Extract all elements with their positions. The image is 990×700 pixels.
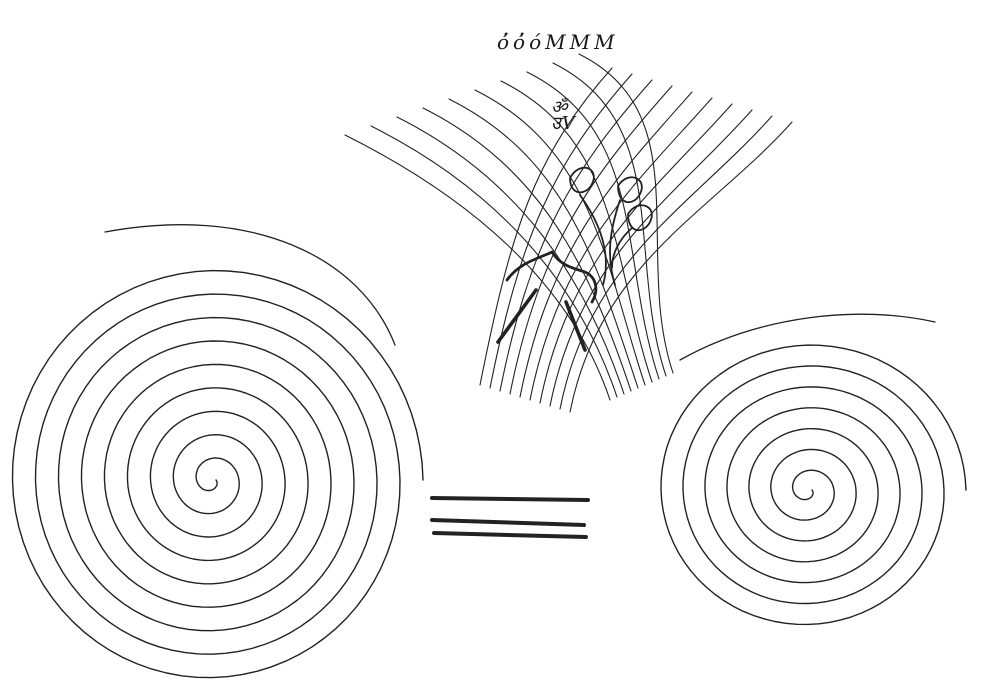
right-spiral <box>660 313 967 626</box>
left-line-5 <box>448 98 639 389</box>
right-spiral-curve <box>660 344 967 626</box>
right-line-5 <box>519 91 693 398</box>
left-line-7 <box>500 80 653 383</box>
left-spiral <box>11 224 424 679</box>
left-line-1 <box>344 134 611 401</box>
leaf-1 <box>569 166 595 194</box>
right-line-4 <box>509 85 673 395</box>
left-line-3 <box>396 116 625 395</box>
right-line-9 <box>559 115 773 410</box>
left-line-10 <box>578 53 674 374</box>
right-line-6 <box>529 97 713 401</box>
leaf-2 <box>617 176 643 203</box>
leaf-1-stem <box>579 194 607 286</box>
left-spiral-curve <box>11 269 424 679</box>
left-line-4 <box>422 107 632 392</box>
stick-figure <box>496 250 598 352</box>
leaf-3-stem <box>611 227 633 269</box>
left-line-2 <box>370 125 618 398</box>
equals-bars <box>430 496 590 539</box>
leaf-sprigs <box>569 166 653 286</box>
equals-bar-2 <box>430 518 586 527</box>
leaf-3 <box>627 204 653 231</box>
equals-bar-3 <box>432 531 588 539</box>
right-line-7 <box>539 103 733 404</box>
figure-arms <box>505 250 598 304</box>
right-line-8 <box>549 109 753 407</box>
right-line-10 <box>569 121 793 413</box>
left-line-8 <box>526 71 660 380</box>
left-line-6 <box>474 89 646 386</box>
right-line-3 <box>499 79 653 392</box>
right-line-2 <box>489 73 633 389</box>
top-inscription: ó̓ó̓óMMM <box>497 30 619 54</box>
equals-bar-1 <box>430 496 590 502</box>
figure-left-stroke <box>496 288 538 344</box>
crossed-lines <box>344 53 793 413</box>
figure-right-stroke <box>564 300 587 352</box>
right-line-1 <box>479 67 613 386</box>
left-spiral-tail <box>104 224 396 346</box>
leaf-2-stem <box>609 199 621 286</box>
middle-inscription: ॐ उV <box>551 97 576 134</box>
right-spiral-tail <box>679 313 936 361</box>
